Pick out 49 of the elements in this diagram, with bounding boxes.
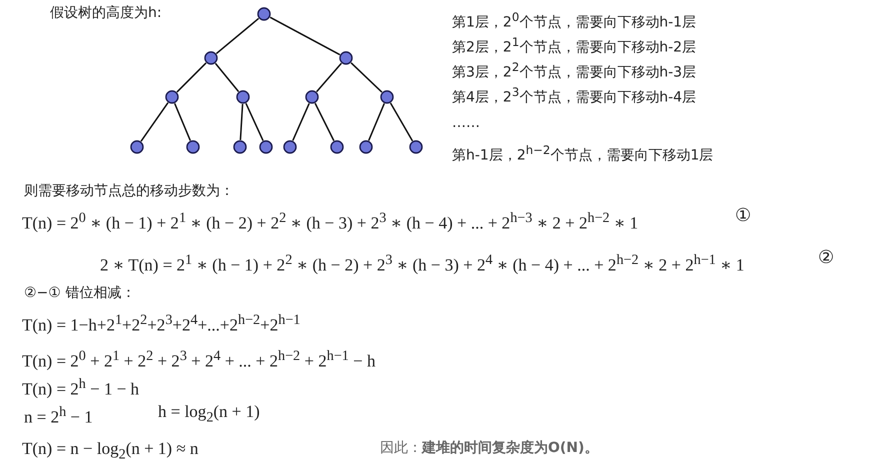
tree-edge (292, 103, 310, 141)
heading-text: ②−① 错位相减： (24, 284, 136, 302)
level-text: 第3层，2$^{2}$个节点，需要向下移动h-3层 (452, 59, 696, 82)
formula-text: T(n) = 1−h+2$^{1}$+2$^{2}$+2$^{3}$+2$^{4}$+...+2$^{h−2}$+2$^{h−1}$ (22, 311, 300, 336)
level-text: 第2层，2$^{1}$个节点，需要向下移动h-2层 (452, 34, 696, 57)
formula-text: n = 2$^{h}$ − 1 (24, 403, 93, 428)
tree-node-circle (259, 140, 273, 154)
tree-edge (240, 104, 244, 140)
tree-edge (174, 103, 191, 141)
formula-text: T(n) = 2$^{h}$ − 1 − h (22, 375, 140, 400)
formula-text: 2 ∗ T(n) = 2$^{1}$ ∗ (h − 1) + 2$^{2}$ ∗ (h − 2) + 2$^{3}$ ∗ (h − 3) + 2$^{4}$ ∗ (h − 4) + ... + 2$^{h−2}$ ∗ 2 + 2$^{h−1}$ ∗ 1 (100, 251, 744, 276)
tree-node-circle (339, 51, 353, 65)
tree-node-circle (409, 140, 423, 154)
note-text: 假设树的高度为h: (50, 4, 162, 22)
level-text: 第1层，2$^{0}$个节点，需要向下移动h-1层 (452, 9, 696, 32)
formula-text: T(n) = 2$^{0}$ + 2$^{1}$ + 2$^{2}$ + 2$^{3}$ + 2$^{4}$ + ... + 2$^{h−2}$ + 2$^{h−1}$ − h (22, 347, 376, 372)
tree-node-circle (330, 140, 344, 154)
formula-text: T(n) = 2$^{0}$ ∗ (h − 1) + 2$^{1}$ ∗ (h − 2) + 2$^{2}$ ∗ (h − 3) + 2$^{3}$ ∗ (h − 4) + ... + 2$^{h−3}$ ∗ 2 + 2$^{h−2}$ ∗ 1 (22, 209, 638, 234)
ellipsis-text: …… (452, 114, 480, 132)
tree-node-circle (236, 90, 250, 104)
tree-edge (270, 16, 340, 56)
tree-node-circle (186, 140, 200, 154)
tree-node-circle (165, 90, 179, 104)
tree-node-circle (359, 140, 373, 154)
tree-edge (368, 103, 385, 141)
tree-edge (350, 62, 382, 93)
formula-text: T(n) = n − log$_{2}$(n + 1) ≈ n (22, 439, 198, 464)
conclusion-text: 因此：建堆的时间复杂度为O(N)。 (380, 439, 598, 457)
tree-edge (216, 18, 260, 54)
tree-edge (140, 102, 169, 142)
level-text: 第4层，2$^{3}$个节点，需要向下移动h-4层 (452, 84, 696, 107)
tree-node-circle (283, 140, 297, 154)
tree-node-circle (305, 90, 319, 104)
tree-node-circle (233, 140, 247, 154)
tree-node-circle (130, 140, 144, 154)
heading-text: 则需要移动节点总的移动步数为： (24, 182, 234, 200)
tree-edge (214, 62, 240, 92)
tree-node-circle (204, 51, 218, 65)
tree-node-circle (380, 90, 394, 104)
tree-edge (245, 103, 264, 141)
equation-number: ② (818, 249, 834, 267)
tree-edge (314, 102, 335, 142)
equation-number: ① (735, 207, 752, 225)
tree-node-circle (257, 7, 271, 21)
formula-text: h = log$_{2}$(n + 1) (158, 402, 260, 428)
tree-edge (316, 62, 342, 92)
level-text: 第h-1层，2$^{h−2}$个节点，需要向下移动1层 (452, 142, 714, 165)
tree-edge (390, 102, 414, 142)
tree-edge (176, 62, 207, 93)
